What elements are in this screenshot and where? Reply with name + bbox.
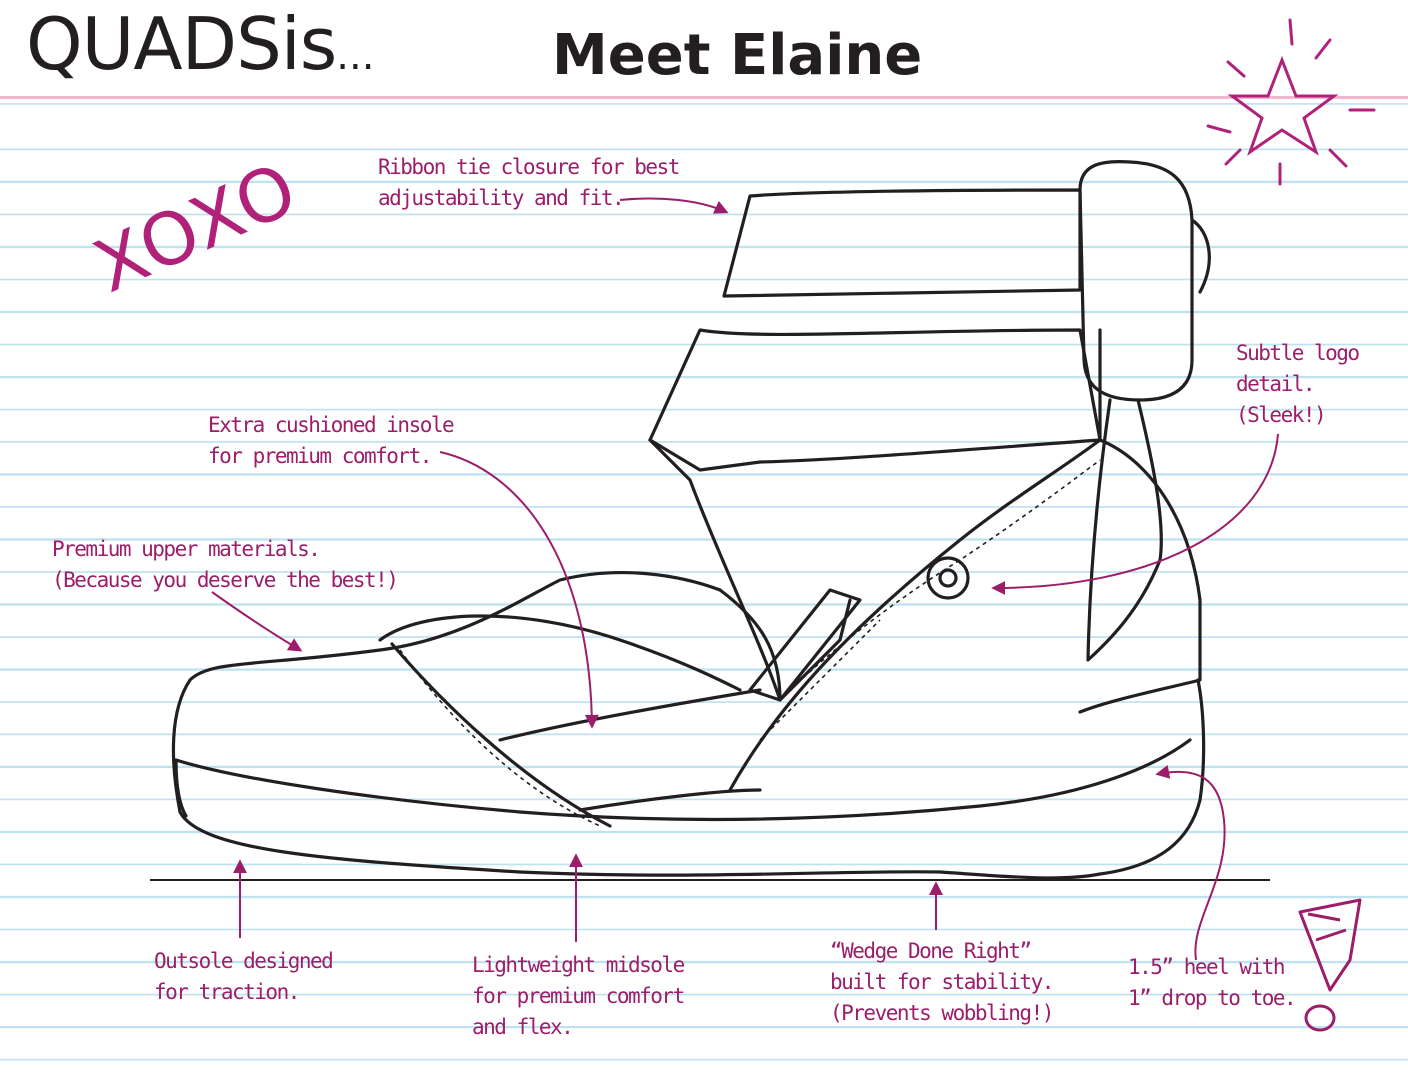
brand-logo: QUADSis... [26, 2, 375, 86]
arrow-heel [1155, 765, 1226, 961]
toe-seam [174, 758, 188, 818]
heel-counter [728, 328, 1102, 792]
midsole-line [174, 738, 1192, 822]
arrow-upper [211, 591, 303, 652]
strap-buckle [748, 588, 862, 702]
ankle-strap [722, 188, 1082, 298]
arrow-insole [439, 451, 599, 729]
header-rule [0, 96, 1408, 99]
arrow-ribbon [619, 197, 729, 214]
note-upper-materials: Premium upper materials.(Because you des… [52, 537, 399, 592]
vamp-strap [378, 614, 742, 692]
arrow-logo [991, 433, 1279, 595]
shoe-sole [178, 678, 1206, 880]
logo-q-icon [926, 556, 970, 600]
star-icon [1206, 18, 1376, 186]
exclamation-icon [1298, 898, 1362, 1032]
shoe-upper [171, 571, 722, 814]
ribbon-bow [1078, 160, 1194, 402]
note-wedge: “Wedge Done Right”built for stability.(P… [830, 939, 1054, 1025]
ruled-paper-lines [0, 100, 1408, 1088]
instep-strap [648, 328, 1102, 472]
page-title: Meet Elaine [552, 23, 923, 88]
